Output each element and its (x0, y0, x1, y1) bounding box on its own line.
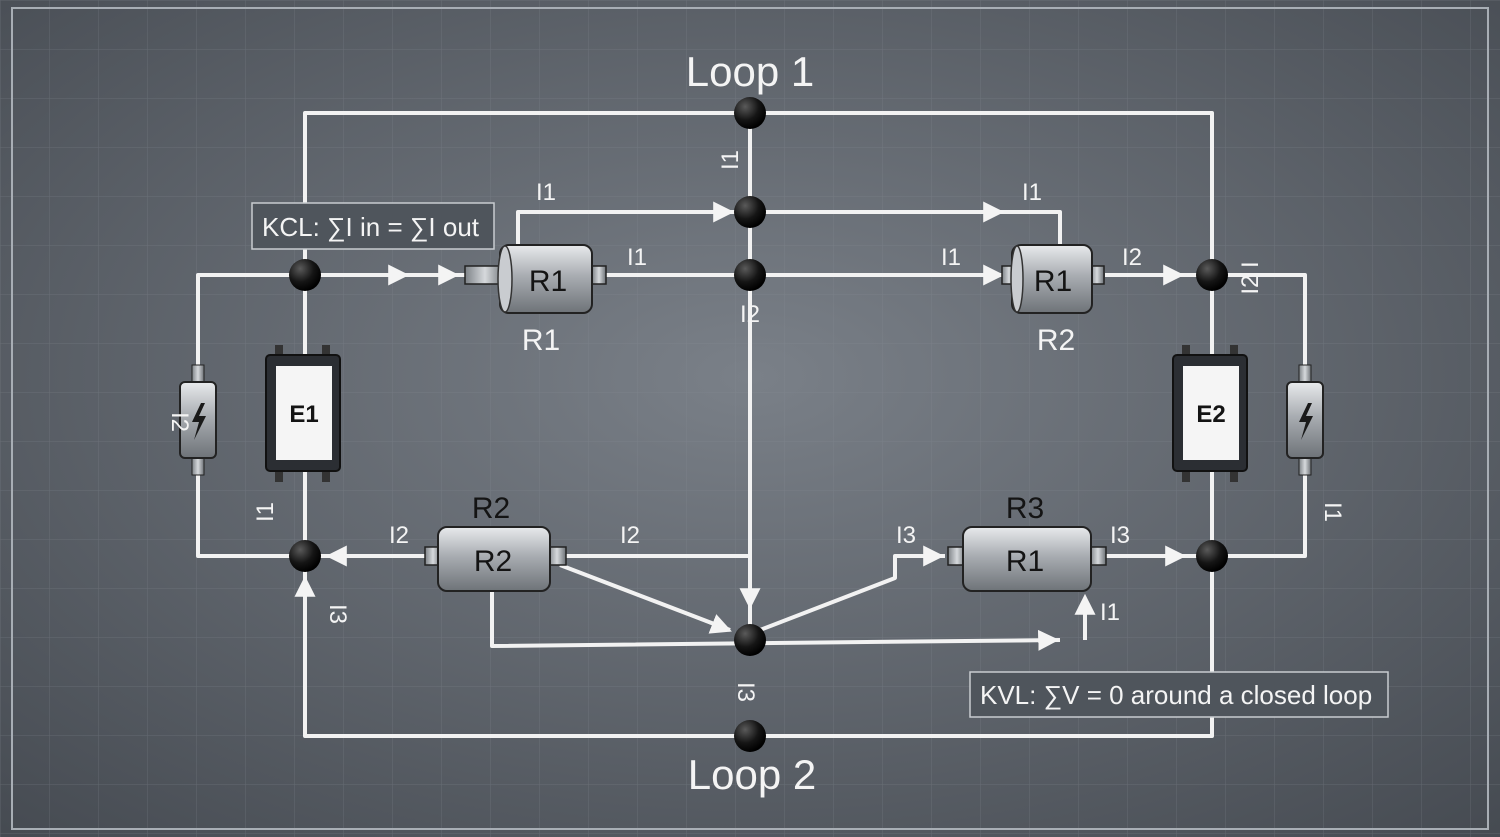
node-upper-center (734, 196, 766, 228)
kcl-box: KCL: ∑I in = ∑I out (251, 202, 495, 250)
node-bottom-right (1196, 540, 1228, 572)
loop-1-title: Loop 1 (686, 48, 814, 95)
label-mid-right: I1 (941, 244, 961, 271)
voltage-source-right: E2 (1172, 345, 1248, 482)
resistor-top-right-label: R1 (1034, 265, 1072, 298)
resistor-top-left-caption: R1 (522, 324, 560, 357)
kcl-formula: KCL: ∑I in = ∑I out (262, 212, 480, 242)
label-bottom-left-in: I2 (389, 522, 409, 549)
label-right-node-side: I2 I (1237, 261, 1264, 294)
wire-right-side (1212, 273, 1307, 558)
side-component-right (1286, 364, 1324, 476)
resistor-top-left: R1 (464, 244, 607, 314)
resistor-top-left-label: R1 (529, 265, 567, 298)
resistor-bottom-right-caption: R3 (1006, 492, 1044, 525)
nodes (289, 97, 1228, 752)
label-upper-left: I1 (536, 179, 556, 206)
lightning-bolt-icon (1299, 403, 1313, 440)
label-right-side: I1 (1319, 502, 1346, 522)
label-bottom-right-in: I3 (896, 522, 916, 549)
voltage-source-left: E1 (265, 345, 341, 482)
label-upper-right: I1 (1022, 179, 1042, 206)
resistor-top-right: R1 (1001, 244, 1105, 314)
node-mid-center (734, 259, 766, 291)
kvl-box: KVL: ∑V = 0 around a closed loop (969, 671, 1389, 718)
resistor-bottom-left: R2 (424, 526, 567, 592)
node-lower-center (734, 624, 766, 656)
source-left-label: E1 (289, 401, 318, 428)
label-mid-left: I1 (627, 244, 647, 271)
node-bottom (734, 720, 766, 752)
node-top (734, 97, 766, 129)
label-bottom-right-up: I1 (1100, 599, 1120, 626)
label-bottom-left-out: I2 (620, 522, 640, 549)
label-right-out: I2 (1122, 244, 1142, 271)
side-component-left (179, 364, 217, 476)
resistor-bottom-right-label: R1 (1006, 545, 1044, 578)
kvl-formula: KVL: ∑V = 0 around a closed loop (980, 680, 1372, 710)
label-bottom-riser: I3 (732, 682, 759, 702)
current-arrows (294, 201, 1187, 651)
arrow-diagonal (689, 613, 732, 634)
wires (196, 111, 1307, 738)
node-bottom-left (289, 540, 321, 572)
label-left-side: I2 (166, 412, 193, 432)
label-bottom-right-out: I3 (1110, 522, 1130, 549)
label-left-lower: I1 (252, 502, 279, 522)
arrow-lower-right (1009, 629, 1060, 651)
source-right-label: E2 (1196, 401, 1225, 428)
lightning-bolt-icon (192, 403, 206, 440)
wire-upper-bypass (516, 210, 1062, 248)
node-mid-left (289, 259, 321, 291)
loop-2-title: Loop 2 (688, 751, 816, 798)
label-mid-center: I2 (740, 301, 760, 328)
wire-lower-bypass (490, 588, 1061, 648)
resistor-top-right-caption: R2 (1037, 324, 1075, 357)
wire-left-side (196, 273, 305, 558)
resistor-bottom-left-caption: R2 (472, 492, 510, 525)
resistor-bottom-left-label: R2 (474, 545, 512, 578)
label-top-riser: I1 (717, 150, 744, 170)
resistor-bottom-right: R1 (947, 526, 1107, 592)
frame (11, 7, 1489, 830)
node-mid-right (1196, 259, 1228, 291)
label-bottom-node-left: I3 (324, 604, 351, 624)
current-labels: I1 I1 I1 I1 I2 I1 I2 I2 I I2 I1 I2 I2 I3… (166, 150, 1346, 702)
